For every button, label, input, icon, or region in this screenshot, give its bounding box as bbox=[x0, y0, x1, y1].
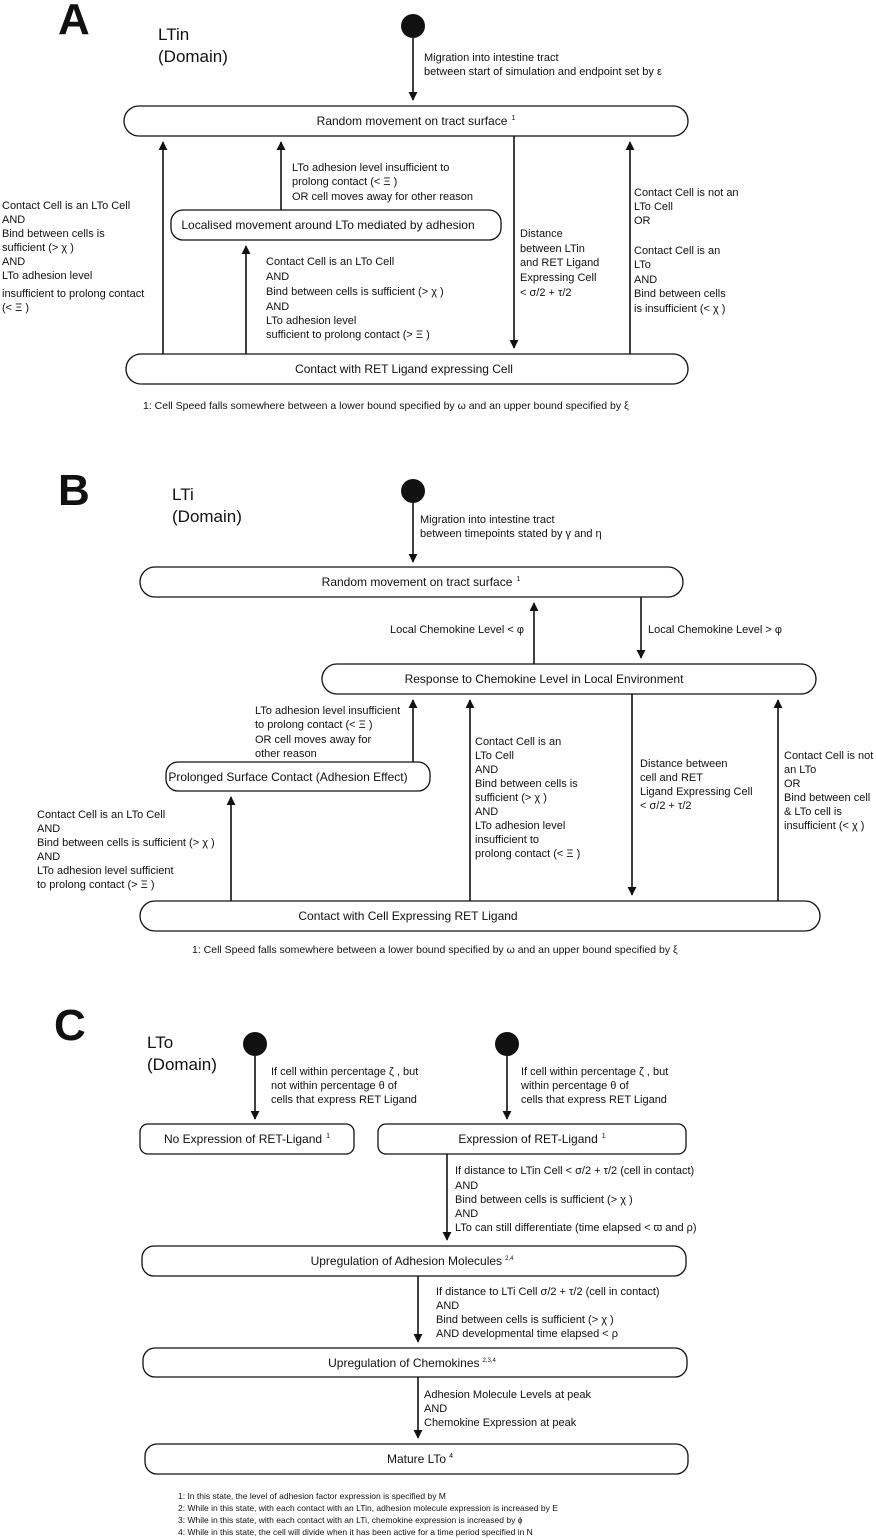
panel-a-start-node bbox=[401, 14, 425, 38]
state-b-prolonged-contact bbox=[165, 761, 431, 792]
panel-b: B LTi (Domain) Migration into intestine … bbox=[37, 466, 876, 956]
panel-a-letter: A bbox=[58, 0, 90, 44]
label-b-right: Contact Cell is not an LTo OR Bind betwe… bbox=[784, 750, 876, 832]
state-c-expression bbox=[377, 1123, 687, 1155]
state-contact-ret-label: Contact with RET Ligand expressing Cell bbox=[295, 362, 513, 376]
panel-b-footnote: 1: Cell Speed falls somewhere between a … bbox=[192, 944, 678, 956]
label-a-distance: Distance between LTin and RET Ligand Exp… bbox=[520, 228, 602, 299]
panel-c: C LTo (Domain) If cell within percentage… bbox=[54, 1001, 697, 1537]
state-c-upregulation-chemokines bbox=[142, 1347, 688, 1378]
label-c-t1: If distance to LTin Cell < σ/2 + τ/2 (ce… bbox=[455, 1165, 697, 1234]
state-localised-movement-label: Localised movement around LTo mediated b… bbox=[181, 218, 474, 232]
panel-a: A LTin (Domain) Migration into intestine… bbox=[2, 0, 742, 412]
state-c-upregulation-adhesion bbox=[141, 1245, 687, 1277]
panel-c-start-node-2 bbox=[495, 1032, 519, 1056]
state-c-no-expression bbox=[139, 1123, 355, 1155]
panel-c-start1-label: If cell within percentage ζ , but not wi… bbox=[271, 1066, 421, 1106]
panel-a-domain-name: LTin bbox=[158, 25, 189, 44]
label-b-chemokine-high: Local Chemokine Level > φ bbox=[648, 624, 782, 636]
label-a-local-up: LTo adhesion level insufficient to prolo… bbox=[292, 162, 473, 203]
state-b-random-movement bbox=[139, 566, 684, 598]
label-a-mid: Contact Cell is an LTo Cell AND Bind bet… bbox=[266, 256, 447, 341]
label-c-t2: If distance to LTi Cell σ/2 + τ/2 (cell … bbox=[436, 1286, 663, 1340]
label-a-right: Contact Cell is not an LTo Cell OR Conta… bbox=[634, 187, 742, 315]
state-contact-ret bbox=[125, 353, 689, 385]
state-b-contact-ret-label: Contact with Cell Expressing RET Ligand bbox=[298, 909, 517, 923]
panel-c-footnotes: 1: In this state, the level of adhesion … bbox=[178, 1491, 560, 1537]
panel-b-start-node bbox=[401, 479, 425, 503]
label-b-mid: Contact Cell is an LTo Cell AND Bind bet… bbox=[475, 736, 581, 860]
label-b-prolonged-up: LTo adhesion level insufficient to prolo… bbox=[255, 705, 403, 760]
label-c-t3: Adhesion Molecule Levels at peak AND Che… bbox=[424, 1389, 594, 1429]
panel-c-domain-label: (Domain) bbox=[147, 1055, 217, 1074]
state-localised-movement bbox=[170, 209, 502, 241]
label-b-chemokine-low: Local Chemokine Level < φ bbox=[390, 624, 524, 636]
panel-a-start-label: Migration into intestine tract between s… bbox=[424, 52, 662, 78]
panel-c-start2-label: If cell within percentage ζ , but within… bbox=[520, 1066, 671, 1106]
state-b-response-chemokine-label: Response to Chemokine Level in Local Env… bbox=[405, 672, 684, 686]
label-b-left: Contact Cell is an LTo Cell AND Bind bet… bbox=[37, 809, 218, 891]
panel-c-letter: C bbox=[54, 1001, 86, 1050]
label-b-distance: Distance between cell and RET Ligand Exp… bbox=[640, 758, 756, 812]
panel-b-domain-label: (Domain) bbox=[172, 507, 242, 526]
state-random-movement bbox=[123, 105, 689, 137]
panel-a-domain-label: (Domain) bbox=[158, 47, 228, 66]
state-b-contact-ret bbox=[139, 900, 821, 932]
label-a-left: Contact Cell is an LTo Cell AND Bind bet… bbox=[2, 200, 147, 314]
panel-c-domain-name: LTo bbox=[147, 1033, 173, 1052]
state-b-response-chemokine bbox=[321, 663, 817, 695]
panel-b-letter: B bbox=[58, 466, 90, 515]
panel-c-start-node-1 bbox=[243, 1032, 267, 1056]
state-c-mature-lto bbox=[144, 1443, 689, 1475]
panel-b-start-label: Migration into intestine tract between t… bbox=[420, 514, 602, 540]
panel-b-domain-name: LTi bbox=[172, 485, 194, 504]
state-b-prolonged-contact-label: Prolonged Surface Contact (Adhesion Effe… bbox=[168, 770, 407, 784]
panel-a-footnote: 1: Cell Speed falls somewhere between a … bbox=[143, 400, 629, 412]
